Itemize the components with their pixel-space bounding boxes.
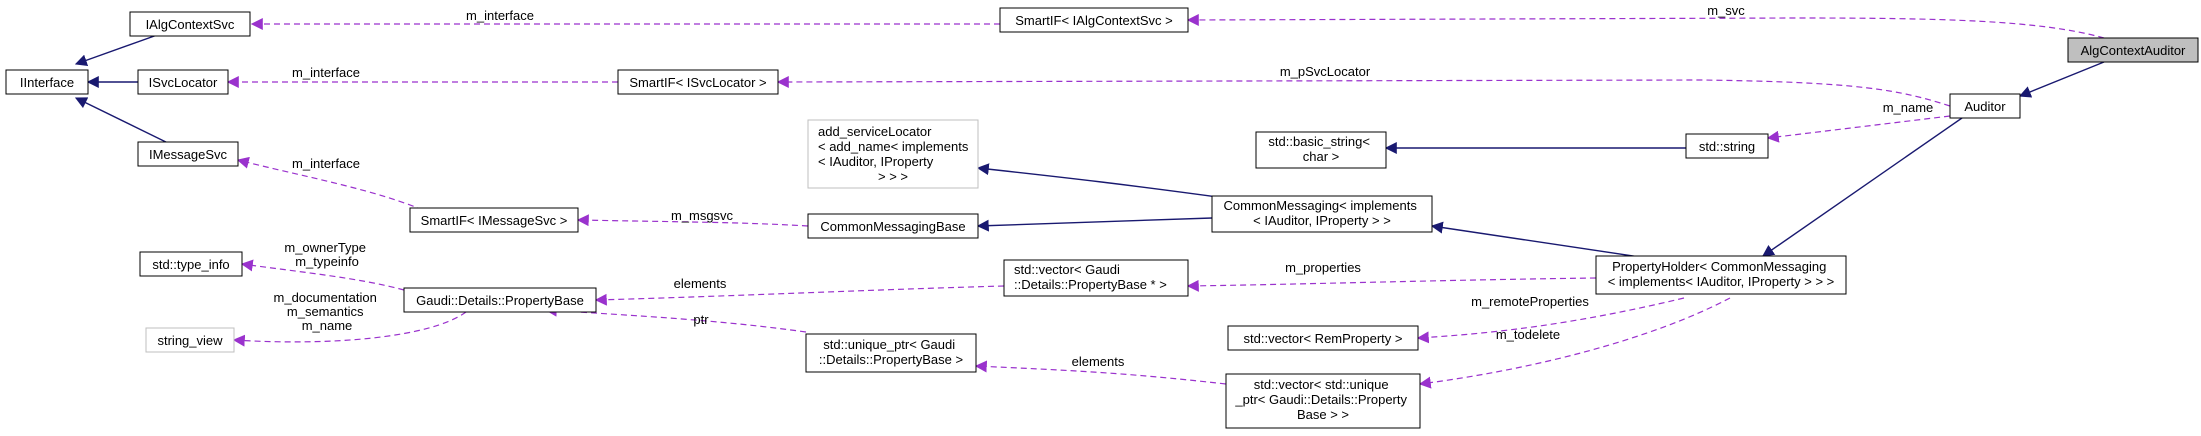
edge-label-m-todelete: m_todelete (1496, 327, 1560, 342)
node-commonmessaging[interactable]: CommonMessaging< implements < IAuditor, … (1211, 195, 1433, 233)
svg-text:IMessageSvc: IMessageSvc (149, 147, 228, 162)
edge-m-ownertype-typeinfo (240, 259, 405, 291)
svg-text:ISvcLocator: ISvcLocator (149, 75, 218, 90)
edge-m-todelete (1418, 297, 1731, 389)
svg-text:PropertyHolder< CommonMessagin: PropertyHolder< CommonMessaging < implem… (1608, 259, 1835, 289)
edge-label-m-msgsvc: m_msgsvc (671, 208, 734, 223)
svg-text:std::vector< Gaudi ::D: std::vector< Gaudi ::Details::PropertyBa… (1014, 262, 1167, 292)
edge-label-m-properties: m_properties (1285, 260, 1361, 275)
node-string-view[interactable]: string_view (145, 327, 235, 353)
edge-propertyholder-inherits-commonmessaging (1430, 221, 1661, 261)
svg-text:std::string: std::string (1699, 139, 1755, 154)
node-smartif-isvclocator[interactable]: SmartIF< ISvcLocator > (617, 69, 779, 95)
edge-elements-propertybase (594, 285, 1005, 306)
edge-label-m-interface-imessagesvc: m_interface (292, 156, 360, 171)
svg-text:add_serviceLocator < a: add_serviceLocator < add_name< implement… (818, 124, 972, 184)
svg-text:Auditor: Auditor (1964, 99, 2006, 114)
node-propertyholder[interactable]: PropertyHolder< CommonMessaging < implem… (1595, 255, 1847, 295)
node-smartif-ialgcontextsvc[interactable]: SmartIF< IAlgContextSvc > (999, 7, 1189, 33)
edge-ialgcontextsvc-inherits-iinterface (74, 33, 161, 67)
node-std-string[interactable]: std::string (1685, 133, 1769, 159)
edges (74, 13, 2105, 389)
svg-text:std::type_info: std::type_info (152, 257, 229, 272)
node-algcontextauditor[interactable]: AlgContextAuditor (2067, 37, 2199, 63)
svg-text:IAlgContextSvc: IAlgContextSvc (146, 17, 235, 32)
edge-m-remoteproperties (1416, 297, 1685, 344)
edge-label-m-psvclocator: m_pSvcLocator (1280, 64, 1371, 79)
node-vector-propertybase-ptr[interactable]: std::vector< Gaudi ::Details::PropertyBa… (1003, 259, 1189, 297)
node-imessagesvc[interactable]: IMessageSvc (137, 141, 239, 167)
edge-m-properties (1186, 277, 1597, 292)
node-unique-ptr-propertybase[interactable]: std::unique_ptr< Gaudi ::Details::Proper… (805, 333, 977, 373)
svg-text:CommonMessaging< implements: CommonMessaging< implements < IAuditor, … (1224, 198, 1421, 228)
node-vector-remproperty[interactable]: std::vector< RemProperty > (1227, 325, 1419, 351)
edge-label-elements-unique-ptr: elements (1072, 354, 1125, 369)
node-commonmessagingbase[interactable]: CommonMessagingBase (807, 213, 979, 239)
edge-commonmessaging-inherits-commonmessagingbase (976, 217, 1213, 232)
node-ialgcontextsvc[interactable]: IAlgContextSvc (129, 11, 251, 37)
nodes: AlgContextAuditor Auditor IAlgContextSvc… (5, 7, 2199, 429)
edge-m-documentation-semantics-name (232, 311, 467, 347)
edge-m-psvclocator (776, 75, 1951, 107)
node-propertybase[interactable]: Gaudi::Details::PropertyBase (403, 287, 597, 313)
svg-text:string_view: string_view (157, 333, 223, 348)
edge-label-m-documentation-semantics-name: m_documentation m_semantics m_name (274, 290, 381, 333)
node-iinterface[interactable]: IInterface (5, 69, 89, 95)
edge-label-elements-propertybase: elements (674, 276, 727, 291)
svg-text:SmartIF< IAlgContextSvc >: SmartIF< IAlgContextSvc > (1015, 13, 1173, 28)
edge-m-interface-imessagesvc (236, 156, 433, 215)
edge-labels: m_svc m_interface m_interface m_pSvcLoca… (274, 3, 1934, 369)
edge-ptr (544, 304, 807, 333)
edge-label-m-interface-ialgcontextsvc: m_interface (466, 8, 534, 23)
svg-text:std::basic_string< cha: std::basic_string< char > (1268, 134, 1373, 164)
svg-text:std::vector< RemProperty >: std::vector< RemProperty > (1244, 331, 1403, 346)
svg-text:SmartIF< ISvcLocator >: SmartIF< ISvcLocator > (629, 75, 766, 90)
svg-text:Gaudi::Details::PropertyBase: Gaudi::Details::PropertyBase (416, 293, 584, 308)
svg-text:std::vector< std::unique: std::vector< std::unique _ptr< Gaudi::De… (1234, 377, 1410, 422)
edge-elements-unique-ptr (974, 360, 1227, 385)
svg-text:IInterface: IInterface (20, 75, 74, 90)
node-vector-unique-ptr[interactable]: std::vector< std::unique _ptr< Gaudi::De… (1225, 373, 1421, 429)
edge-label-m-interface-isvclocator: m_interface (292, 65, 360, 80)
edge-label-m-ownertype-typeinfo: m_ownerType m_typeinfo (284, 240, 369, 269)
svg-text:AlgContextAuditor: AlgContextAuditor (2081, 43, 2186, 58)
node-auditor[interactable]: Auditor (1949, 93, 2021, 119)
node-std-type-info[interactable]: std::type_info (139, 251, 243, 277)
edge-commonmessaging-inherits-add-servicelocator (976, 163, 1226, 199)
node-basic-string[interactable]: std::basic_string< char > (1255, 131, 1387, 169)
edge-label-m-name: m_name (1883, 100, 1934, 115)
edge-m-msgsvc (576, 214, 809, 227)
node-smartif-imessagesvc[interactable]: SmartIF< IMessageSvc > (409, 207, 579, 233)
node-add-servicelocator[interactable]: add_serviceLocator < add_name< implement… (807, 119, 979, 189)
svg-text:SmartIF< IMessageSvc >: SmartIF< IMessageSvc > (421, 213, 568, 228)
svg-text:CommonMessagingBase: CommonMessagingBase (820, 219, 965, 234)
edge-label-ptr: ptr (693, 312, 709, 327)
edge-m-svc (1186, 13, 2105, 39)
edge-m-name-string (1766, 115, 1951, 143)
edge-label-m-remoteproperties: m_remoteProperties (1471, 294, 1589, 309)
svg-text:std::unique_ptr< Gaudi: std::unique_ptr< Gaudi ::Details::Proper… (819, 337, 963, 367)
edge-auditor-inherits-propertyholder (1762, 117, 1963, 257)
edge-imessagesvc-inherits-iinterface (74, 97, 171, 145)
edge-algcontextauditor-inherits-auditor (2018, 61, 2105, 98)
edge-label-m-svc: m_svc (1707, 3, 1745, 18)
node-isvclocator[interactable]: ISvcLocator (137, 69, 229, 95)
